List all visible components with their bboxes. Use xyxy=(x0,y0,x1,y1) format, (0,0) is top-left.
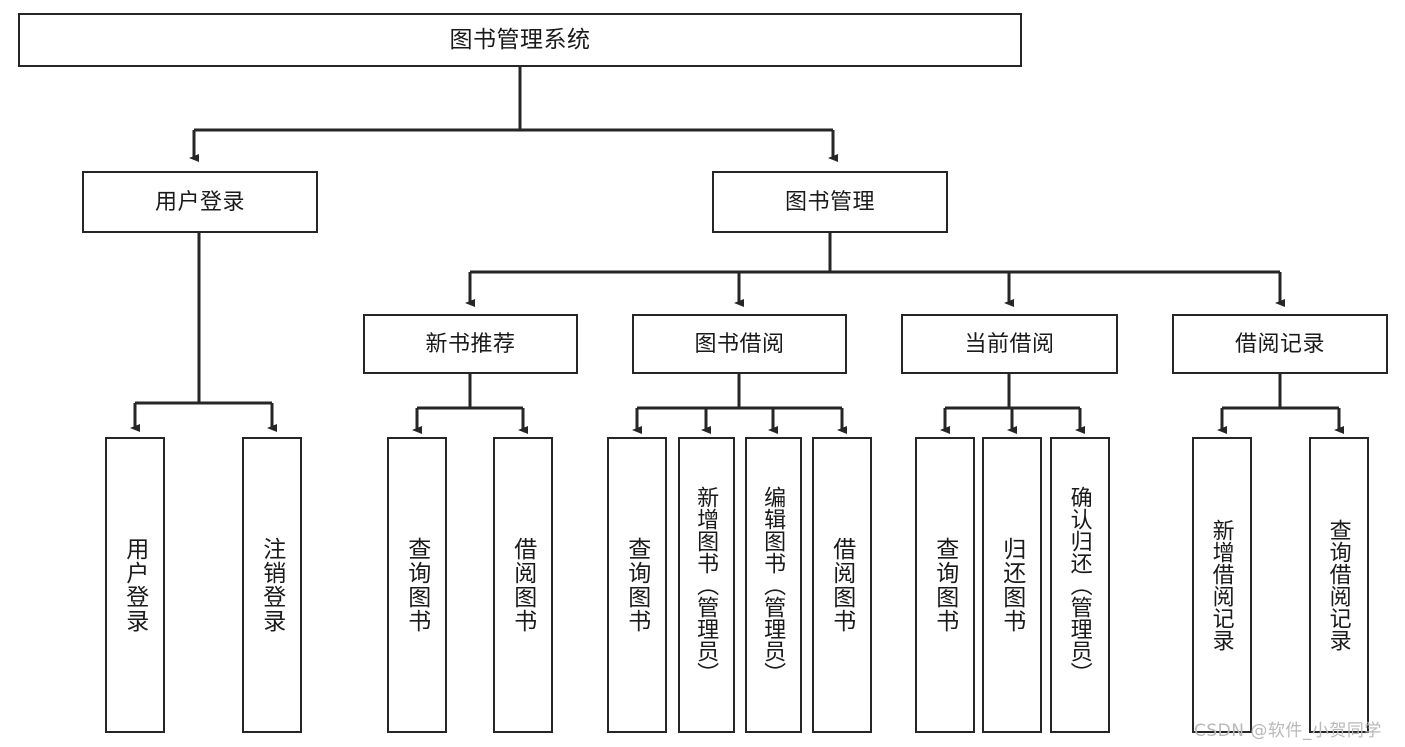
leaf-confirm-return-admin[interactable]: 确认归还（管理员） xyxy=(1050,437,1110,733)
leaf-edit-book-admin[interactable]: 编辑图书（管理员） xyxy=(745,437,802,733)
leaf-borrow-book-recommendation[interactable]: 借阅图书 xyxy=(493,437,553,733)
node-new-book-recommendation[interactable]: 新书推荐 xyxy=(363,314,578,374)
node-book-borrowing[interactable]: 图书借阅 xyxy=(632,314,847,374)
node-root-book-management-system[interactable]: 图书管理系统 xyxy=(18,13,1022,67)
leaf-query-book-recommendation[interactable]: 查询图书 xyxy=(387,437,447,733)
csdn-watermark: CSDN @软件_小贺同学 xyxy=(1194,721,1382,741)
leaf-query-book-current[interactable]: 查询图书 xyxy=(915,437,975,733)
node-user-login[interactable]: 用户登录 xyxy=(82,171,318,233)
leaf-user-login[interactable]: 用户登录 xyxy=(105,437,165,733)
leaf-borrow-book-borrowing[interactable]: 借阅图书 xyxy=(812,437,872,733)
leaf-user-logout[interactable]: 注销登录 xyxy=(242,437,302,733)
node-current-borrowing[interactable]: 当前借阅 xyxy=(901,314,1118,374)
node-borrowing-record[interactable]: 借阅记录 xyxy=(1172,314,1388,374)
leaf-return-book[interactable]: 归还图书 xyxy=(982,437,1042,733)
node-book-management[interactable]: 图书管理 xyxy=(712,171,948,233)
leaf-add-book-admin[interactable]: 新增图书（管理员） xyxy=(678,437,735,733)
leaf-query-book-borrowing[interactable]: 查询图书 xyxy=(607,437,667,733)
leaf-query-borrow-record[interactable]: 查询借阅记录 xyxy=(1309,437,1369,733)
leaf-add-borrow-record[interactable]: 新增借阅记录 xyxy=(1192,437,1252,733)
